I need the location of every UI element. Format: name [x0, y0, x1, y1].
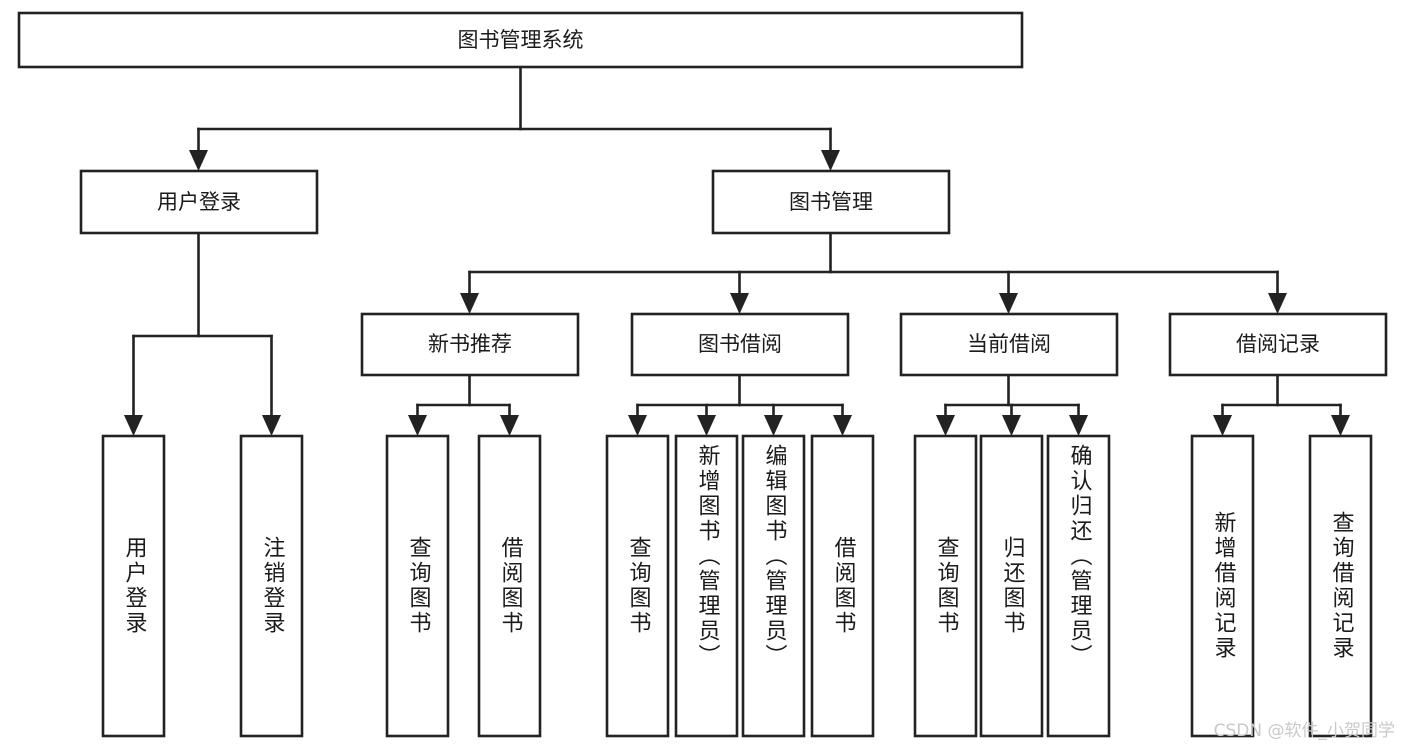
arrow-head-currentborrow-leaf-3: [1069, 415, 1088, 436]
leaf-box-book-borrow-2[interactable]: [741, 434, 806, 738]
connector-group-current-borrow: [936, 373, 1088, 436]
leaf-box-book-borrow-0[interactable]: [605, 434, 670, 738]
connector-group-new-book: [408, 373, 519, 436]
connector-group-root: [189, 66, 840, 171]
leaf-box-new-book-0[interactable]: [385, 434, 450, 738]
arrow-head-bookborrow-leaf-2: [697, 415, 716, 436]
arrow-head-to-user-login: [189, 150, 208, 171]
arrow-head-bookborrow-leaf-3: [764, 415, 783, 436]
connector-group-book-manage: [460, 231, 1287, 314]
leaf-box-user-login-1[interactable]: [239, 434, 304, 738]
leaf-box-book-borrow-3[interactable]: [810, 434, 875, 738]
arrow-head-bookborrow-leaf-4: [833, 415, 852, 436]
node-user-login-label: 用户登录: [157, 190, 241, 214]
leaf-box-user-login-0[interactable]: [101, 434, 166, 738]
leaf-box-new-book-1[interactable]: [477, 434, 542, 738]
node-root-label: 图书管理系统: [458, 28, 584, 52]
arrow-head-to-book-borrow: [730, 293, 749, 314]
arrow-head-to-current-borrow: [999, 293, 1018, 314]
leaf-box-current-borrow-0[interactable]: [913, 434, 978, 738]
node-book-borrow-box[interactable]: [630, 312, 850, 377]
leaf-box-borrow-record-1[interactable]: [1308, 434, 1373, 738]
node-current-borrow-label: 当前借阅: [967, 332, 1051, 356]
node-book-manage-box[interactable]: [711, 169, 951, 235]
connector-group-borrow-record: [1213, 373, 1350, 436]
connector-group-user-login: [124, 231, 281, 436]
arrow-head-to-new-book: [460, 293, 479, 314]
leaf-box-current-borrow-1[interactable]: [979, 434, 1044, 738]
arrow-head-bookborrow-leaf-1: [628, 415, 647, 436]
node-new-book-box[interactable]: [360, 312, 580, 377]
connector-group-book-borrow: [628, 373, 852, 436]
node-current-borrow-box[interactable]: [899, 312, 1119, 377]
leaf-box-book-borrow-1[interactable]: [674, 434, 739, 738]
node-root-box[interactable]: [17, 11, 1024, 69]
arrow-head-currentborrow-leaf-1: [936, 415, 955, 436]
node-book-borrow-label: 图书借阅: [698, 332, 782, 356]
arrow-head-newbook-leaf-2: [500, 415, 519, 436]
node-borrow-record-label: 借阅记录: [1236, 332, 1320, 356]
node-book-manage-label: 图书管理: [789, 190, 873, 214]
arrow-head-userlogin-leaf-2: [262, 415, 281, 436]
leaf-box-current-borrow-2[interactable]: [1046, 434, 1111, 738]
arrow-head-newbook-leaf-1: [408, 415, 427, 436]
arrow-head-borrowrecord-leaf-2: [1331, 415, 1350, 436]
node-new-book-label: 新书推荐: [428, 332, 512, 356]
node-borrow-record-box[interactable]: [1168, 312, 1388, 377]
arrow-head-userlogin-leaf-1: [124, 415, 143, 436]
arrow-head-currentborrow-leaf-2: [1002, 415, 1021, 436]
node-user-login-box[interactable]: [79, 169, 319, 235]
leaf-box-borrow-record-0[interactable]: [1190, 434, 1255, 738]
arrow-head-to-book-manage: [821, 150, 840, 171]
arrow-head-borrowrecord-leaf-1: [1213, 415, 1232, 436]
arrow-head-to-borrow-record: [1268, 293, 1287, 314]
